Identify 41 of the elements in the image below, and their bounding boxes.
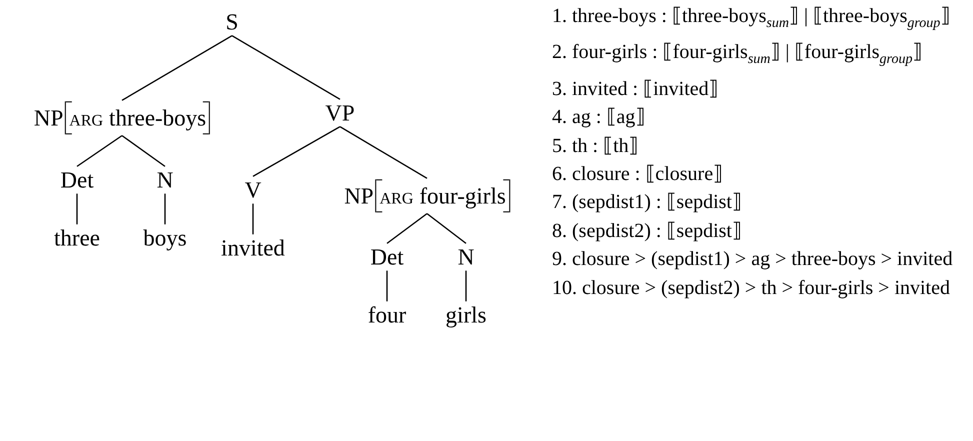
feature-name: ARG	[380, 183, 414, 209]
feature-value: three-boys	[109, 105, 206, 131]
tree-branch	[426, 213, 466, 244]
feature-value: four-girls	[419, 183, 506, 209]
list-item: 4. ag : ⟦ag⟧	[552, 105, 646, 130]
list-item: 2. four-girls : ⟦four-girls$_{sum}$⟧ | ⟦four-girls$_{group}$⟧	[552, 40, 924, 70]
tree-branch	[386, 213, 428, 244]
tree-branch	[386, 270, 388, 302]
feature-name: ARG	[69, 105, 104, 131]
tree-label: NP	[344, 183, 374, 209]
tree-branch	[76, 194, 78, 224]
tree-label: boys	[143, 225, 187, 251]
tree-branch	[252, 126, 340, 177]
tree-branch	[76, 135, 122, 167]
tree-label: invited	[221, 235, 285, 261]
tree-label: Det	[370, 244, 404, 270]
list-item: 3. invited : ⟦invited⟧	[552, 76, 720, 102]
tree-label: N	[458, 244, 474, 270]
tree-branch	[164, 194, 166, 224]
list-item: 5. th : ⟦th⟧	[552, 134, 640, 159]
list-item: 9. closure > (sepdist1) > ag > three-boys > invited	[552, 247, 954, 272]
tree-branch	[465, 270, 467, 302]
tree-label: four	[368, 302, 406, 328]
list-item: 10. closure > (sepdist2) > th > four-girls > invited	[552, 276, 951, 301]
list-item: 8. (sepdist2) : ⟦sepdist⟧	[552, 218, 743, 244]
tree-label: Det	[60, 167, 94, 193]
tree-branch	[122, 135, 166, 167]
tree-label: girls	[446, 302, 486, 328]
tree-branch	[232, 35, 340, 100]
tree-label: V	[244, 177, 262, 203]
list-item: 6. closure : ⟦closure⟧	[552, 162, 724, 188]
tree-label: NP	[34, 105, 64, 131]
tree-branch	[252, 204, 254, 234]
tree-label: N	[156, 167, 174, 193]
tree-branch	[122, 35, 232, 101]
tree-label: VP	[325, 100, 355, 126]
list-item: 7. (sepdist1) : ⟦sepdist⟧	[552, 190, 743, 216]
tree-label: S	[226, 9, 238, 35]
tree-label: three	[54, 225, 100, 251]
list-item: 1. three-boys : ⟦three-boys$_{sum}$⟧ | ⟦three-boys$_{group}$⟧	[552, 4, 952, 33]
tree-branch	[340, 126, 428, 179]
